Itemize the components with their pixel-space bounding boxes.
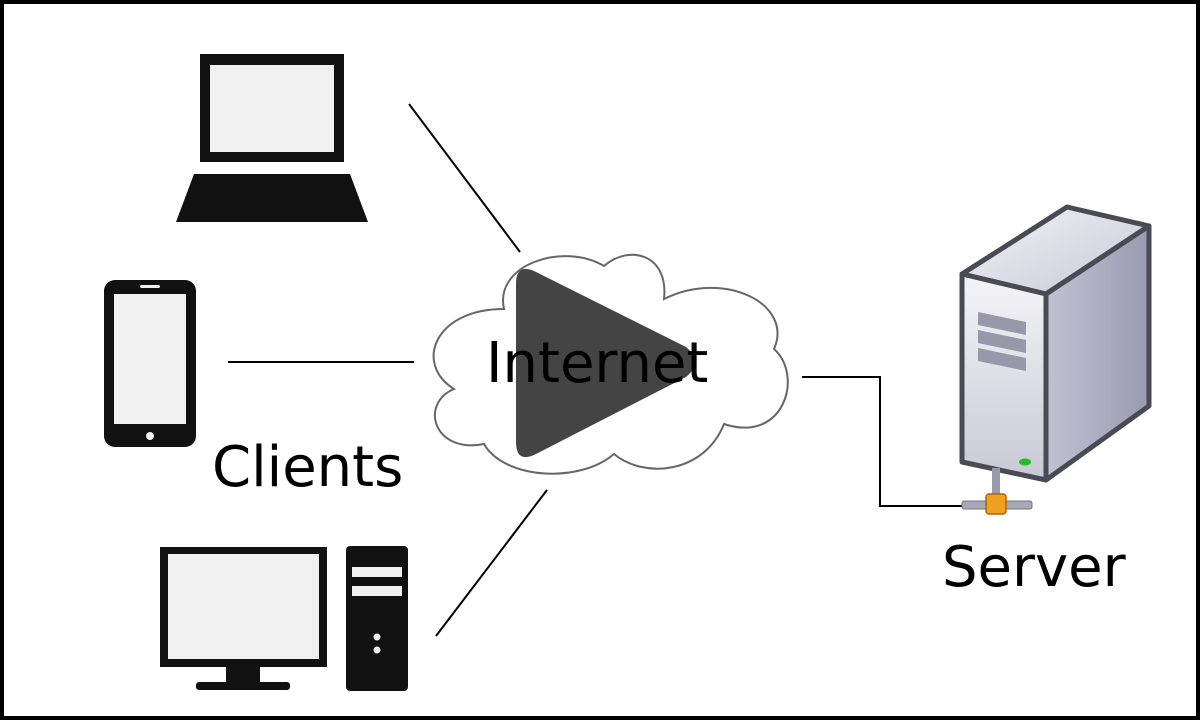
server-label: Server bbox=[942, 535, 1126, 600]
laptop-connection-line bbox=[408, 103, 521, 253]
smartphone-icon bbox=[104, 280, 196, 447]
desktop-connection-line bbox=[435, 489, 548, 637]
network-connector-icon bbox=[961, 468, 1033, 515]
laptop-icon bbox=[176, 54, 368, 222]
play-icon[interactable] bbox=[516, 268, 695, 458]
internet-label: Internet bbox=[486, 331, 709, 396]
server-icon bbox=[959, 204, 1152, 483]
server-connection-line bbox=[802, 376, 966, 507]
desktop-computer-icon bbox=[160, 546, 408, 691]
clients-label: Clients bbox=[212, 435, 404, 500]
diagram-graphics bbox=[104, 54, 1152, 691]
